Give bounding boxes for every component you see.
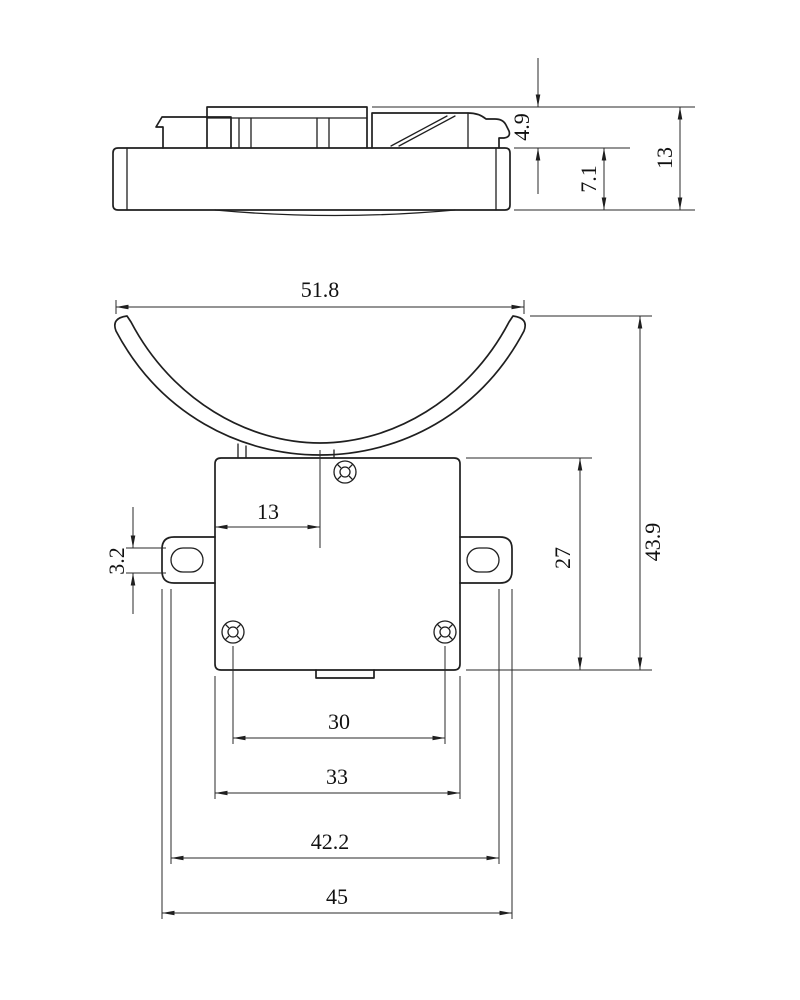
dim-slot-height-ext <box>126 547 166 574</box>
screw-bottom-left-outer <box>221 620 245 644</box>
front-view-part <box>113 315 527 679</box>
dim-overall-width-ext <box>161 589 513 919</box>
dim-hole-spacing-ext <box>232 646 446 744</box>
side-view-part <box>112 106 511 217</box>
dim-plate-height: 4.9 <box>509 113 534 141</box>
dim-slot-height: 3.2 <box>104 547 129 575</box>
dim-overall-height-ext <box>466 315 652 671</box>
dim-center-offset: 13 <box>257 499 279 524</box>
screw-bottom-left-ticks <box>224 623 242 641</box>
mounting-ear-right <box>459 536 513 584</box>
base-plate-bottom-arc <box>214 209 456 217</box>
dim-body-height: 27 <box>550 547 575 569</box>
slot-right <box>466 547 500 573</box>
front-view: 51.8 43.9 27 13 3.2 30 33 <box>104 277 665 919</box>
mounting-feet-lines <box>238 117 330 149</box>
slot-left <box>170 547 204 573</box>
base-plate-outline <box>112 147 511 211</box>
dim-base-height: 7.1 <box>576 165 601 193</box>
dim-saddle-width: 51.8 <box>301 277 340 302</box>
mounting-ear-left <box>161 536 216 584</box>
dim-hole-spacing: 30 <box>328 709 350 734</box>
dim-body-width-ext <box>214 676 461 799</box>
dim-overall-height: 43.9 <box>640 523 665 562</box>
dim-overall-width: 45 <box>326 884 348 909</box>
dim-side-overall-height: 13 <box>652 147 677 169</box>
side-view-dimensions: 4.9 7.1 13 <box>372 58 695 211</box>
screw-bottom-right-inner <box>439 626 451 638</box>
top-plate-outline <box>206 106 368 149</box>
screw-bottom-left-inner <box>227 626 239 638</box>
screw-top-ticks <box>336 463 354 481</box>
saddle-outline <box>113 315 527 456</box>
screw-bottom-right-outer <box>433 620 457 644</box>
saddle-stem-lines <box>237 443 335 459</box>
screw-bottom-right-ticks <box>436 623 454 641</box>
screw-top <box>333 460 357 484</box>
side-view: 4.9 7.1 13 <box>112 58 695 217</box>
screw-bottom-right <box>433 620 457 644</box>
front-view-dimensions: 51.8 43.9 27 13 3.2 30 33 <box>104 277 665 919</box>
latch-outline <box>371 112 511 149</box>
bottom-tab-outline <box>315 669 375 679</box>
body-outline <box>214 457 461 671</box>
latch-detail-lines <box>390 112 469 149</box>
dim-slot-span-ext <box>170 589 500 864</box>
dim-body-width: 33 <box>326 764 348 789</box>
base-plate-end-lines <box>126 147 497 211</box>
clip-bar-outline <box>155 116 232 149</box>
dim-slot-span: 42.2 <box>311 829 350 854</box>
screw-top-inner <box>339 466 351 478</box>
screw-top-outer <box>333 460 357 484</box>
screw-bottom-left <box>221 620 245 644</box>
